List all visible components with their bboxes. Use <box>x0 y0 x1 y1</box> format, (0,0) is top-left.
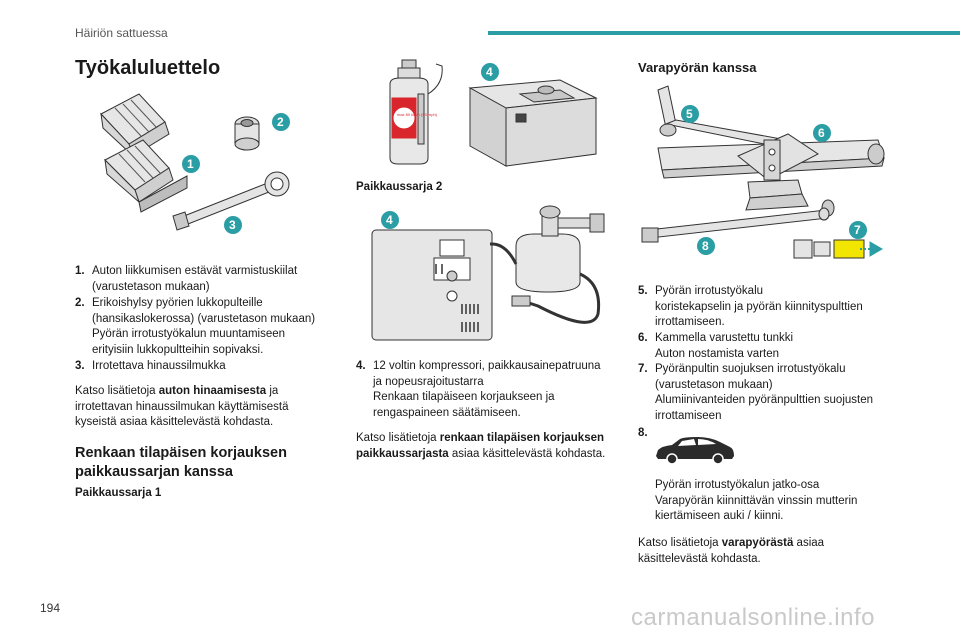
repair-kit-subtitle: Renkaan tilapäisen korjauksen paikkaussa… <box>75 445 287 480</box>
watermark: carmanualsonline.info <box>631 604 875 631</box>
list-item: 6. Kammella varustettu tunkki Auton nost… <box>638 332 794 360</box>
badge-4-icon: 4 <box>481 63 499 81</box>
kit-1-label: Paikkaussarja 1 <box>75 487 162 499</box>
list-item: 4. 12 voltin kompressori, paikkausainepa… <box>356 360 601 419</box>
car-icon <box>656 437 734 465</box>
badge-1-icon: 1 <box>182 155 200 173</box>
spare-wheel-tools-figure: 5 6 7 8 <box>641 85 885 259</box>
section-header: Häiriön sattuessa <box>75 26 168 40</box>
svg-text:8: 8 <box>702 239 709 253</box>
svg-text:1: 1 <box>187 157 194 171</box>
tool-list-title: Työkaluluettelo <box>75 57 221 79</box>
badge-5-icon: 5 <box>681 105 699 123</box>
list-item: 1. Auton liikkumisen estävät varmistuski… <box>75 265 298 293</box>
svg-text:2: 2 <box>277 115 284 129</box>
list-item: 8. <box>638 427 648 439</box>
spare-wheel-note: Katso lisätietoja varapyörästä asiaa käs… <box>638 537 825 565</box>
kit-2-label: Paikkaussarja 2 <box>356 181 443 193</box>
page-number: 194 <box>40 601 61 615</box>
badge-7-icon: 7 <box>849 221 867 239</box>
list-item: 7. Pyöränpultin suojuksen irrotustyökalu… <box>638 363 874 422</box>
svg-text:6: 6 <box>818 126 825 140</box>
towing-note: Katso lisätietoja auton hinaamisesta ja … <box>75 385 289 428</box>
list-item: Pyörän irrotustyökalun jatko-osa Varapyö… <box>655 479 858 522</box>
repair-kit-1-figure: max 80 km/h (50 mph) 4 <box>389 59 598 167</box>
badge-8-icon: 8 <box>697 237 715 255</box>
tools-figure-1-3: 1 2 3 <box>100 93 290 234</box>
list-item: 5. Pyörän irrotustyökalu koristekapselin… <box>638 285 863 328</box>
svg-text:4: 4 <box>386 213 393 227</box>
repair-kit-note: Katso lisätietoja renkaan tilapäisen kor… <box>356 432 606 460</box>
list-item: 2. Erikoishylsy pyörien lukkopulteille (… <box>75 297 316 356</box>
repair-kit-2-figure: 4 <box>371 205 605 341</box>
list-item: 3. Irrotettava hinaussilmukka <box>75 360 226 372</box>
header-accent-bar <box>488 31 960 35</box>
svg-text:7: 7 <box>854 223 861 237</box>
badge-2-icon: 2 <box>272 113 290 131</box>
svg-text:max 80 km/h (50 mph): max 80 km/h (50 mph) <box>397 112 438 117</box>
svg-text:5: 5 <box>686 107 693 121</box>
svg-text:4: 4 <box>486 65 493 79</box>
badge-4b-icon: 4 <box>381 211 399 229</box>
badge-6-icon: 6 <box>813 124 831 142</box>
spare-wheel-title: Varapyörän kanssa <box>638 60 757 75</box>
svg-text:3: 3 <box>229 218 236 232</box>
badge-3-icon: 3 <box>224 216 242 234</box>
